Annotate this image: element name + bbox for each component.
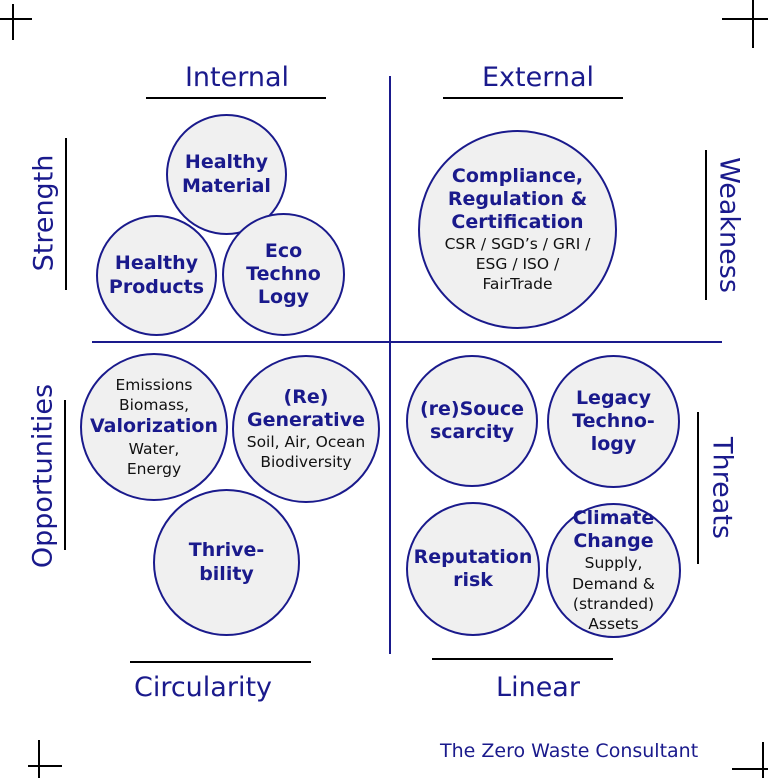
circle-title: Valorization	[90, 415, 218, 438]
circle-title: Healthy Material	[182, 151, 271, 197]
crop-mark-br	[732, 768, 768, 770]
circle-eco-technology: Eco Techno Logy	[222, 213, 345, 336]
circle-title: Eco Techno Logy	[246, 239, 321, 309]
line-opportunities	[64, 400, 66, 550]
circle-legacy-technology: Legacy Techno- logy	[547, 355, 680, 488]
circle-valorization: Emissions Biomass, Valorization Water, E…	[80, 353, 228, 501]
footer-brand: The Zero Waste Consultant	[440, 740, 699, 762]
circle-body-top: Emissions Biomass,	[115, 376, 193, 415]
label-external: External	[481, 62, 595, 93]
label-weakness: Weakness	[713, 157, 745, 293]
label-strength: Strength	[28, 154, 60, 272]
line-circularity	[130, 661, 311, 663]
horizontal-axis	[92, 341, 722, 343]
line-weakness	[705, 150, 707, 300]
circle-body: Supply, Demand & (stranded) Assets	[572, 554, 655, 633]
crop-mark-tr	[722, 18, 768, 20]
label-internal: Internal	[184, 62, 290, 93]
circle-title: (re)Souce scarcity	[419, 397, 525, 443]
line-linear	[432, 658, 613, 660]
circle-title: Compliance, Regulation & Certification	[447, 164, 588, 233]
circle-climate-change: Climate Change Supply, Demand & (strande…	[546, 503, 681, 638]
circle-body: CSR / SGD’s / GRI / ESG / ISO / FairTrad…	[444, 235, 591, 294]
circle-title: Reputation risk	[413, 545, 533, 591]
label-linear: Linear	[496, 672, 580, 703]
crop-mark-tl	[12, 4, 14, 40]
circle-thrivebility: Thrive- bility	[153, 489, 300, 636]
crop-mark-bl	[28, 765, 62, 767]
circle-compliance: Compliance, Regulation & Certification C…	[418, 130, 617, 329]
crop-mark-tr	[752, 0, 754, 48]
label-threats: Threats	[706, 437, 738, 539]
circle-reputation-risk: Reputation risk	[406, 502, 540, 636]
line-strength	[65, 138, 67, 290]
circle-body: Water, Energy	[126, 439, 182, 478]
circle-resource-scarcity: (re)Souce scarcity	[406, 355, 538, 487]
circle-title: Climate Change	[572, 507, 655, 553]
circle-title: (Re) Generative	[247, 385, 365, 431]
crop-mark-br	[762, 742, 764, 778]
vertical-axis	[389, 76, 391, 654]
circle-regenerative: (Re) Generative Soil, Air, Ocean Biodive…	[232, 355, 380, 503]
line-threats	[697, 412, 699, 564]
crop-mark-bl	[38, 740, 40, 778]
circle-title: Legacy Techno- logy	[572, 386, 655, 456]
circle-body: Soil, Air, Ocean Biodiversity	[246, 433, 366, 472]
crop-mark-tl	[0, 18, 32, 20]
label-opportunities: Opportunities	[27, 383, 59, 569]
label-circularity: Circularity	[133, 672, 273, 703]
line-external	[443, 97, 623, 99]
circle-healthy-products: Healthy Products	[96, 215, 217, 336]
circle-title: Healthy Products	[108, 252, 205, 298]
line-internal	[146, 97, 326, 99]
circle-title: Thrive- bility	[188, 539, 265, 585]
